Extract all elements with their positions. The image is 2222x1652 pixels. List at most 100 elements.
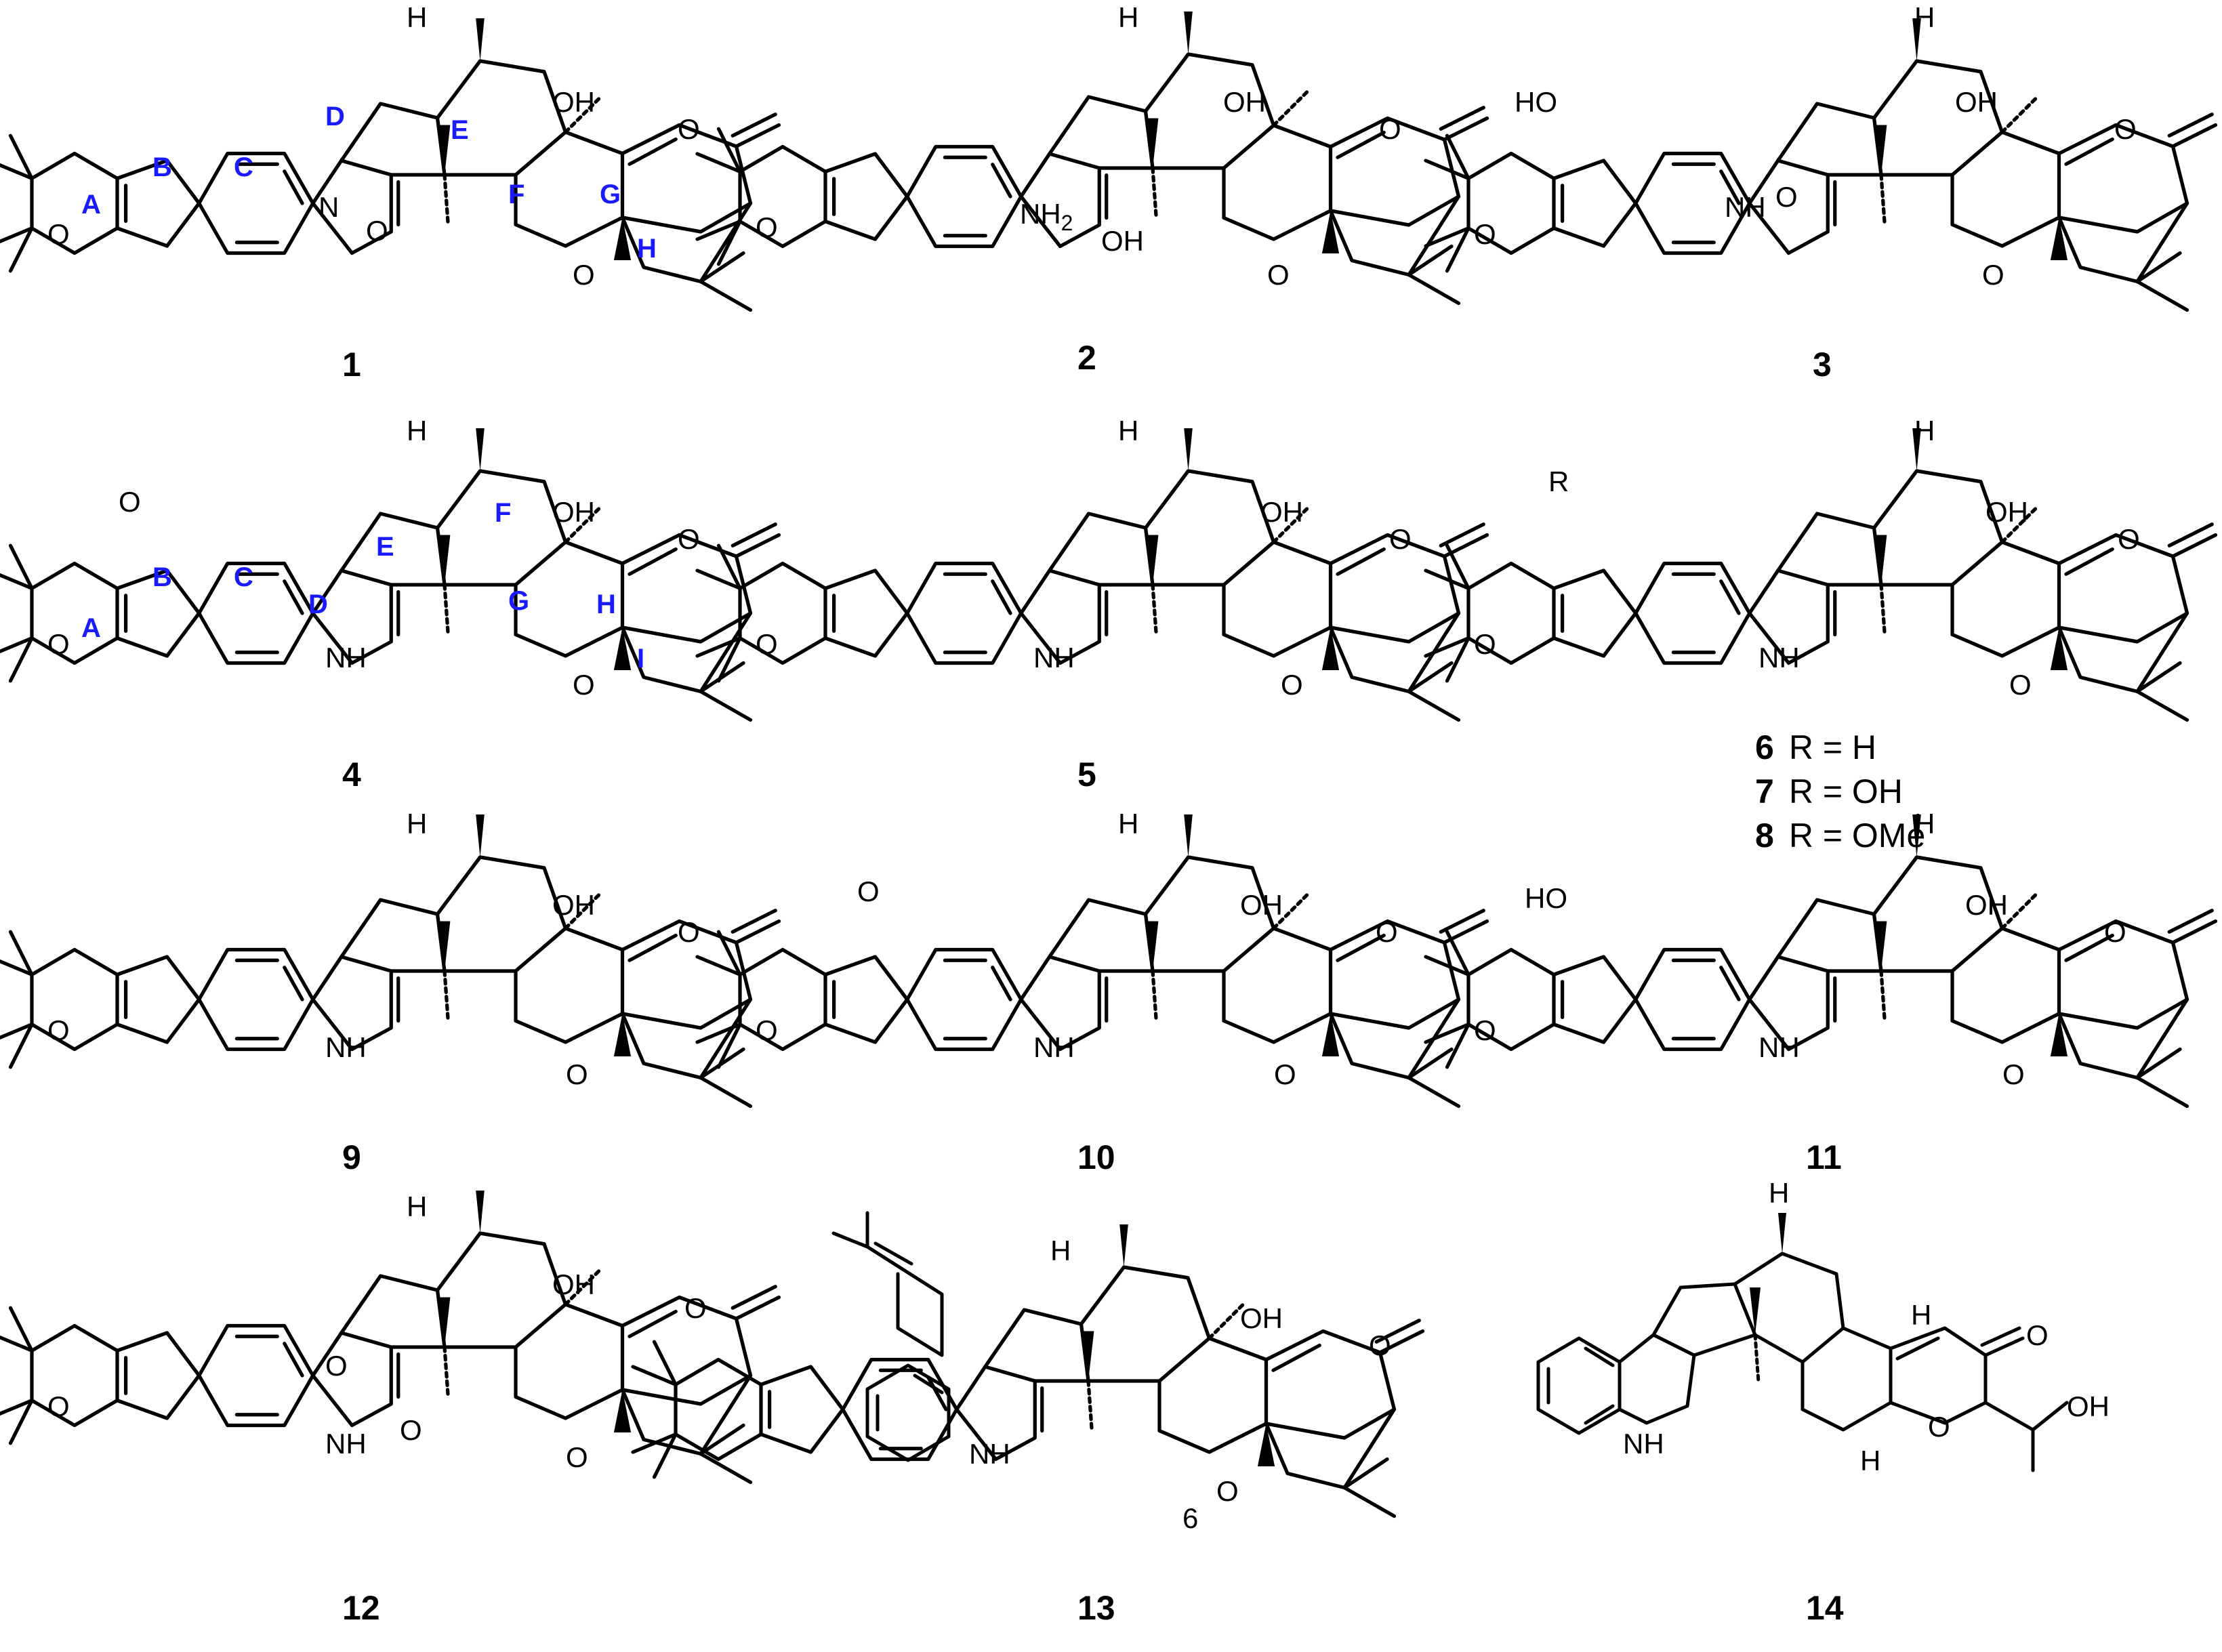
indole-nh-label: NH — [1758, 1031, 1800, 1063]
hydroxyl-label: OH — [1223, 86, 1266, 118]
keto-oxygen-label: O — [325, 1350, 348, 1382]
compound-10-structure: O OH O H NH O O 10 — [697, 808, 1487, 1176]
ring-label-d: D — [325, 102, 345, 131]
indole-nh-label: NH — [1033, 642, 1075, 674]
amine-label: NH2 — [1020, 198, 1073, 235]
ketone-oxygen-label: O — [678, 113, 700, 145]
ether-o-label: O — [573, 669, 595, 701]
ketone-oxygen-label: O — [2026, 1319, 2049, 1351]
ring-label-b: B — [152, 562, 172, 592]
hydrogen-label: H — [1118, 1, 1138, 33]
indole-nh-label: NH — [325, 1031, 367, 1063]
hydrogen-label: H — [407, 415, 427, 447]
indole-nh-label: NH — [969, 1438, 1010, 1470]
compound-number: 2 — [1077, 339, 1096, 377]
indole-nh-label: NH — [1623, 1428, 1664, 1460]
amide-o-label: O — [400, 1414, 422, 1446]
ketone-oxygen-label: O — [1379, 113, 1401, 145]
hydrogen-label: H — [1118, 808, 1138, 840]
ketone-oxygen-label: O — [1376, 916, 1398, 948]
hydrogen-label: H — [1769, 1177, 1789, 1209]
compound-number: 1 — [342, 346, 361, 384]
compound-4-structure: A B C D E F G H I OH O O H NH O O 4 — [0, 415, 779, 793]
ether-o-label: O — [2002, 1058, 2025, 1090]
compound-2-structure: OH O H NH2 OH O O 2 — [697, 1, 1487, 377]
ether-o-label: O — [1274, 1058, 1296, 1090]
compound-5-structure: OH O H NH O O 5 — [697, 415, 1487, 793]
ring-label-a: A — [81, 613, 101, 643]
ether-o-label: O — [566, 1441, 588, 1473]
ring-label-i: I — [637, 644, 644, 674]
compound-9-structure: OH O H NH O O 9 — [0, 808, 779, 1176]
imine-n-label: N — [318, 191, 339, 223]
compound-number: 11 — [1806, 1138, 1842, 1176]
amide-o-label: O — [1775, 181, 1798, 213]
pyran-o-label: O — [47, 628, 70, 660]
compound-number: 9 — [342, 1138, 361, 1176]
compound-1-structure: A B C D E F G H OH O H N O O O 1 — [0, 1, 779, 384]
keto-oxygen-label: O — [119, 486, 141, 518]
carboxyl-oh-label: OH — [1101, 225, 1144, 257]
hydrogen-label: H — [1914, 1, 1935, 33]
compound-11-structure: HO OH O H NH O O 11 — [1426, 808, 2216, 1176]
pyran-o-label: O — [1474, 218, 1496, 250]
ring-label-g: G — [600, 180, 621, 209]
hydrogen-label: H — [1914, 415, 1935, 447]
indole-nh-label: NH — [1758, 642, 1800, 674]
ring-label-e: E — [451, 115, 469, 145]
ketone-oxygen-label: O — [678, 523, 700, 555]
ketone-oxygen-label: O — [2118, 523, 2140, 555]
methoxy-o-label: O — [366, 215, 388, 247]
ring-label-c: C — [234, 562, 253, 592]
ring-label-h: H — [637, 234, 657, 264]
amide-nh-label: NH — [1725, 191, 1766, 223]
hydroxyl-label: OH — [552, 1268, 595, 1300]
hydroxyl-label: OH — [552, 496, 595, 528]
compound-6-structure: R OH O H NH O O — [1426, 415, 2216, 720]
compound-number: 10 — [1077, 1138, 1115, 1176]
pyran-o-label: O — [756, 211, 778, 243]
hydroxyl-label: OH — [552, 889, 595, 921]
ring-label-g: G — [508, 586, 529, 616]
ring-label-b: B — [152, 152, 172, 182]
ether-o-label: O — [1982, 259, 2004, 291]
ketone-oxygen-label: O — [2114, 113, 2137, 145]
hydroxyl-label: OH — [1955, 86, 1998, 118]
pyran-o-label: O — [1474, 1014, 1496, 1046]
hydrogen-label: H — [1911, 1299, 1931, 1331]
position-6-label: 6 — [1182, 1502, 1198, 1534]
pyran-o-label: O — [756, 1014, 778, 1046]
hydroxyl-label: OH — [1965, 889, 2008, 921]
ether-o-label: O — [1267, 259, 1290, 291]
ketone-oxygen-label: O — [2104, 916, 2126, 948]
pyran-o-label: O — [47, 218, 70, 250]
ring-label-d: D — [308, 590, 328, 619]
ether-o-label: O — [1216, 1475, 1239, 1507]
indole-nh-label: NH — [1033, 1031, 1075, 1063]
ring-label-f: F — [495, 498, 511, 528]
compound-number: 3 — [1813, 346, 1832, 384]
hydroxyl-label: OH — [1986, 496, 2028, 528]
ketone-oxygen-label: O — [678, 916, 700, 948]
hydroxy-label: HO — [1525, 882, 1567, 914]
compound-13-structure: OH O H NH 6 O 13 — [633, 1211, 1423, 1627]
compound-number: 4 — [342, 756, 361, 793]
ether-o-label: O — [573, 259, 595, 291]
hydrogen-label: H — [407, 808, 427, 840]
ring-label-e: E — [376, 532, 394, 562]
hydrogen-label: H — [1118, 415, 1138, 447]
hydrogen-label: H — [407, 1, 427, 33]
hydroxyl-label: OH — [1260, 496, 1303, 528]
pyran-o-label: O — [47, 1014, 70, 1046]
pyran-o-label: O — [756, 628, 778, 660]
compound-number: 13 — [1077, 1589, 1115, 1627]
ether-o-label: O — [1281, 669, 1303, 701]
amide-nh-label: NH — [325, 1428, 367, 1460]
compound-12-structure: OH O H O NH O O O 12 — [0, 1191, 779, 1627]
hydroxyl-label: OH — [1240, 1302, 1283, 1334]
